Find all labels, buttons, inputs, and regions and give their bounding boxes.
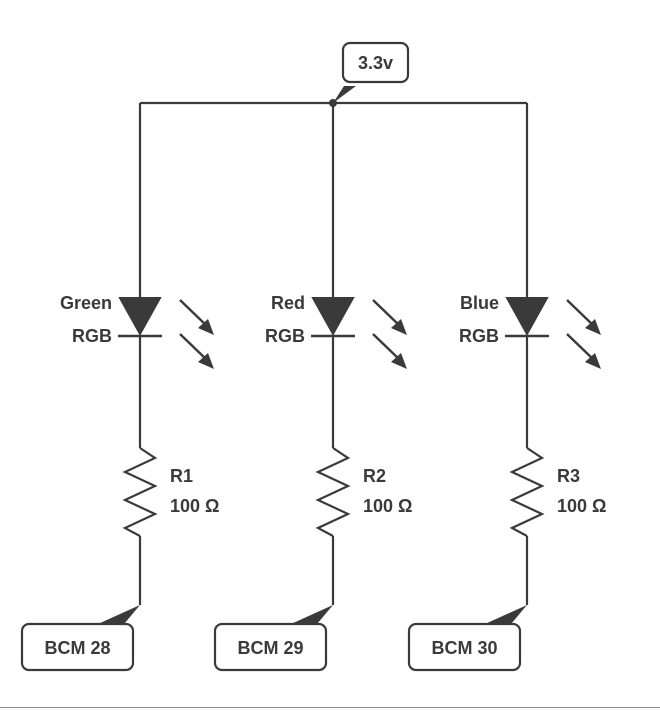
led-type-label-1: RGB: [72, 326, 112, 346]
resistor-name-1: R1: [170, 466, 193, 486]
led-color-label-2: Red: [271, 293, 305, 313]
emission-arrowhead-1b: [198, 353, 214, 369]
led-type-label-3: RGB: [459, 326, 499, 346]
pin-label-box-2: [213, 622, 328, 672]
resistor-value-1: 100 Ω: [170, 496, 219, 516]
resistor-2: [315, 447, 351, 537]
pin-label-2: BCM 29: [237, 638, 303, 658]
emission-arrow-3b: [566, 333, 596, 362]
emission-arrowhead-3b: [585, 353, 601, 369]
supply-pointer: [333, 86, 356, 103]
emission-arrow-3a: [566, 299, 596, 328]
pin-label-box-3: [407, 622, 522, 672]
emission-arrow-1a: [179, 299, 209, 328]
resistor-3: [509, 447, 545, 537]
emission-arrowhead-2b: [391, 353, 407, 369]
emission-arrow-1b: [179, 333, 209, 362]
pin-label-3: BCM 30: [431, 638, 497, 658]
resistor-name-2: R2: [363, 466, 386, 486]
led-diode-2: [311, 297, 355, 337]
pin-pointer-1: [98, 605, 140, 624]
led-diode-3: [505, 297, 549, 337]
emission-arrowhead-3a: [585, 319, 601, 335]
resistor-1: [122, 447, 158, 537]
emission-arrow-2a: [372, 299, 402, 328]
emission-arrowhead-1a: [198, 319, 214, 335]
emission-arrow-2b: [372, 333, 402, 362]
supply-label: 3.3v: [358, 53, 393, 73]
led-color-label-1: Green: [60, 293, 112, 313]
pin-label-1: BCM 28: [44, 638, 110, 658]
branch-blue: BCM 30 Blue RGB R3 100 Ω: [407, 103, 606, 672]
led-diode-1: [118, 297, 162, 337]
branch-red: BCM 29 Red RGB R2 100 Ω: [213, 103, 412, 672]
emission-arrowhead-2a: [391, 319, 407, 335]
bottom-divider: [0, 707, 660, 708]
resistor-value-2: 100 Ω: [363, 496, 412, 516]
pin-pointer-2: [291, 605, 333, 624]
pin-label-box-1: [20, 622, 135, 672]
led-type-label-2: RGB: [265, 326, 305, 346]
branch-green: BCM 28 Green RGB R1 100 Ω: [20, 103, 219, 672]
resistor-value-3: 100 Ω: [557, 496, 606, 516]
supply-label-box: [341, 41, 410, 84]
resistor-name-3: R3: [557, 466, 580, 486]
pin-pointer-3: [485, 605, 527, 624]
led-color-label-3: Blue: [460, 293, 499, 313]
